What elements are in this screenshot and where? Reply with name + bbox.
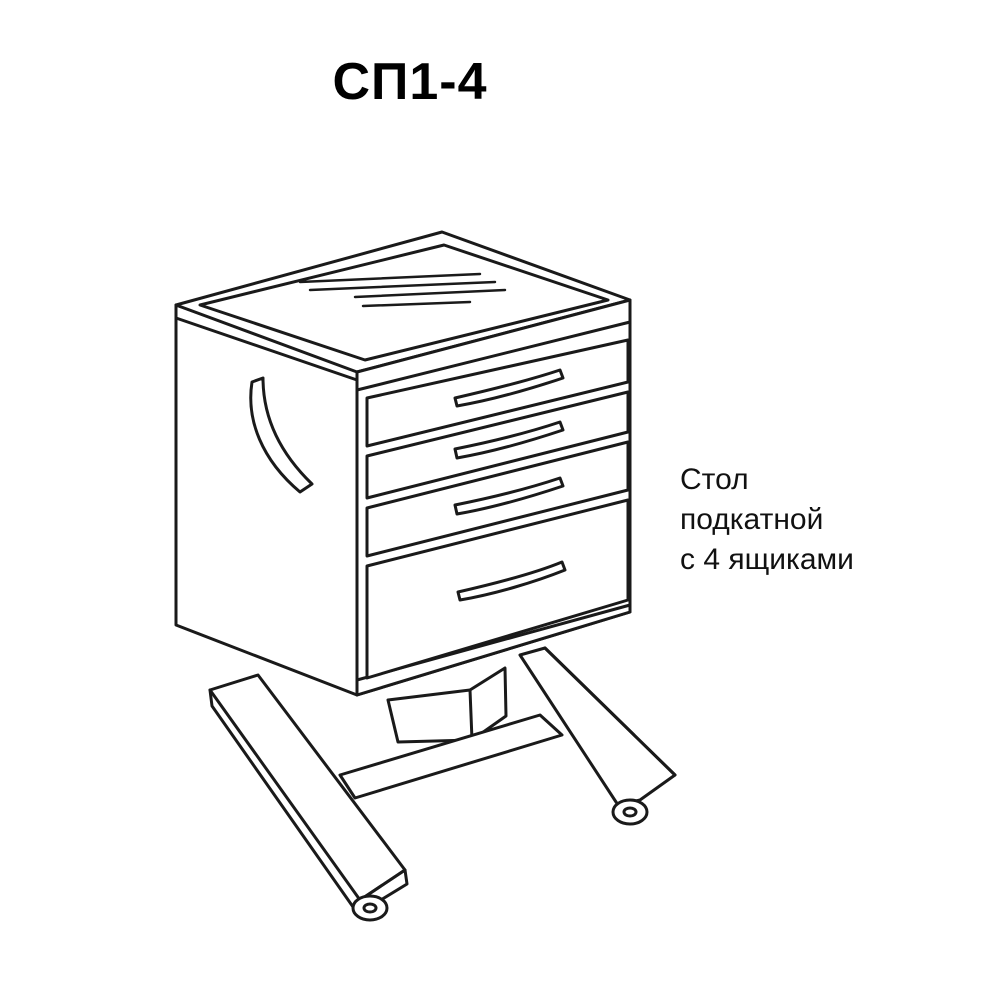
glass-reflection-lines [300,274,505,306]
cabinet-side-panel [176,318,357,695]
cabinet-top-glass [200,245,608,360]
base-column-shade [470,668,506,740]
drawer-3 [367,442,628,556]
model-title-text: СП1-4 [332,53,488,111]
drawer-1 [367,340,628,446]
drawer-2 [367,392,628,498]
wheel-right [613,800,647,824]
base-leg-right-top [545,648,675,775]
cabinet-plinth [357,605,630,695]
cabinet-base [210,648,675,920]
model-title: СП1-4 [0,52,1000,112]
wheel-left [353,896,387,920]
base-column [388,690,472,742]
description-line-1: Стол [680,463,749,496]
drawer-1-handle [455,370,563,406]
cabinet-top-slab-edge [357,300,630,390]
drawer-4 [367,500,628,678]
base-leg-right [520,648,675,805]
description-line-2: подкатной [680,503,824,536]
side-handle [251,378,312,492]
drawer-3-handle [455,478,563,514]
description-line-3: с 4 ящиками [680,543,854,576]
product-description: Стол подкатной с 4 ящиками [680,460,854,580]
drawer-2-handle [455,422,563,458]
drawer-4-handle [458,562,565,600]
base-crossbar [340,715,562,798]
